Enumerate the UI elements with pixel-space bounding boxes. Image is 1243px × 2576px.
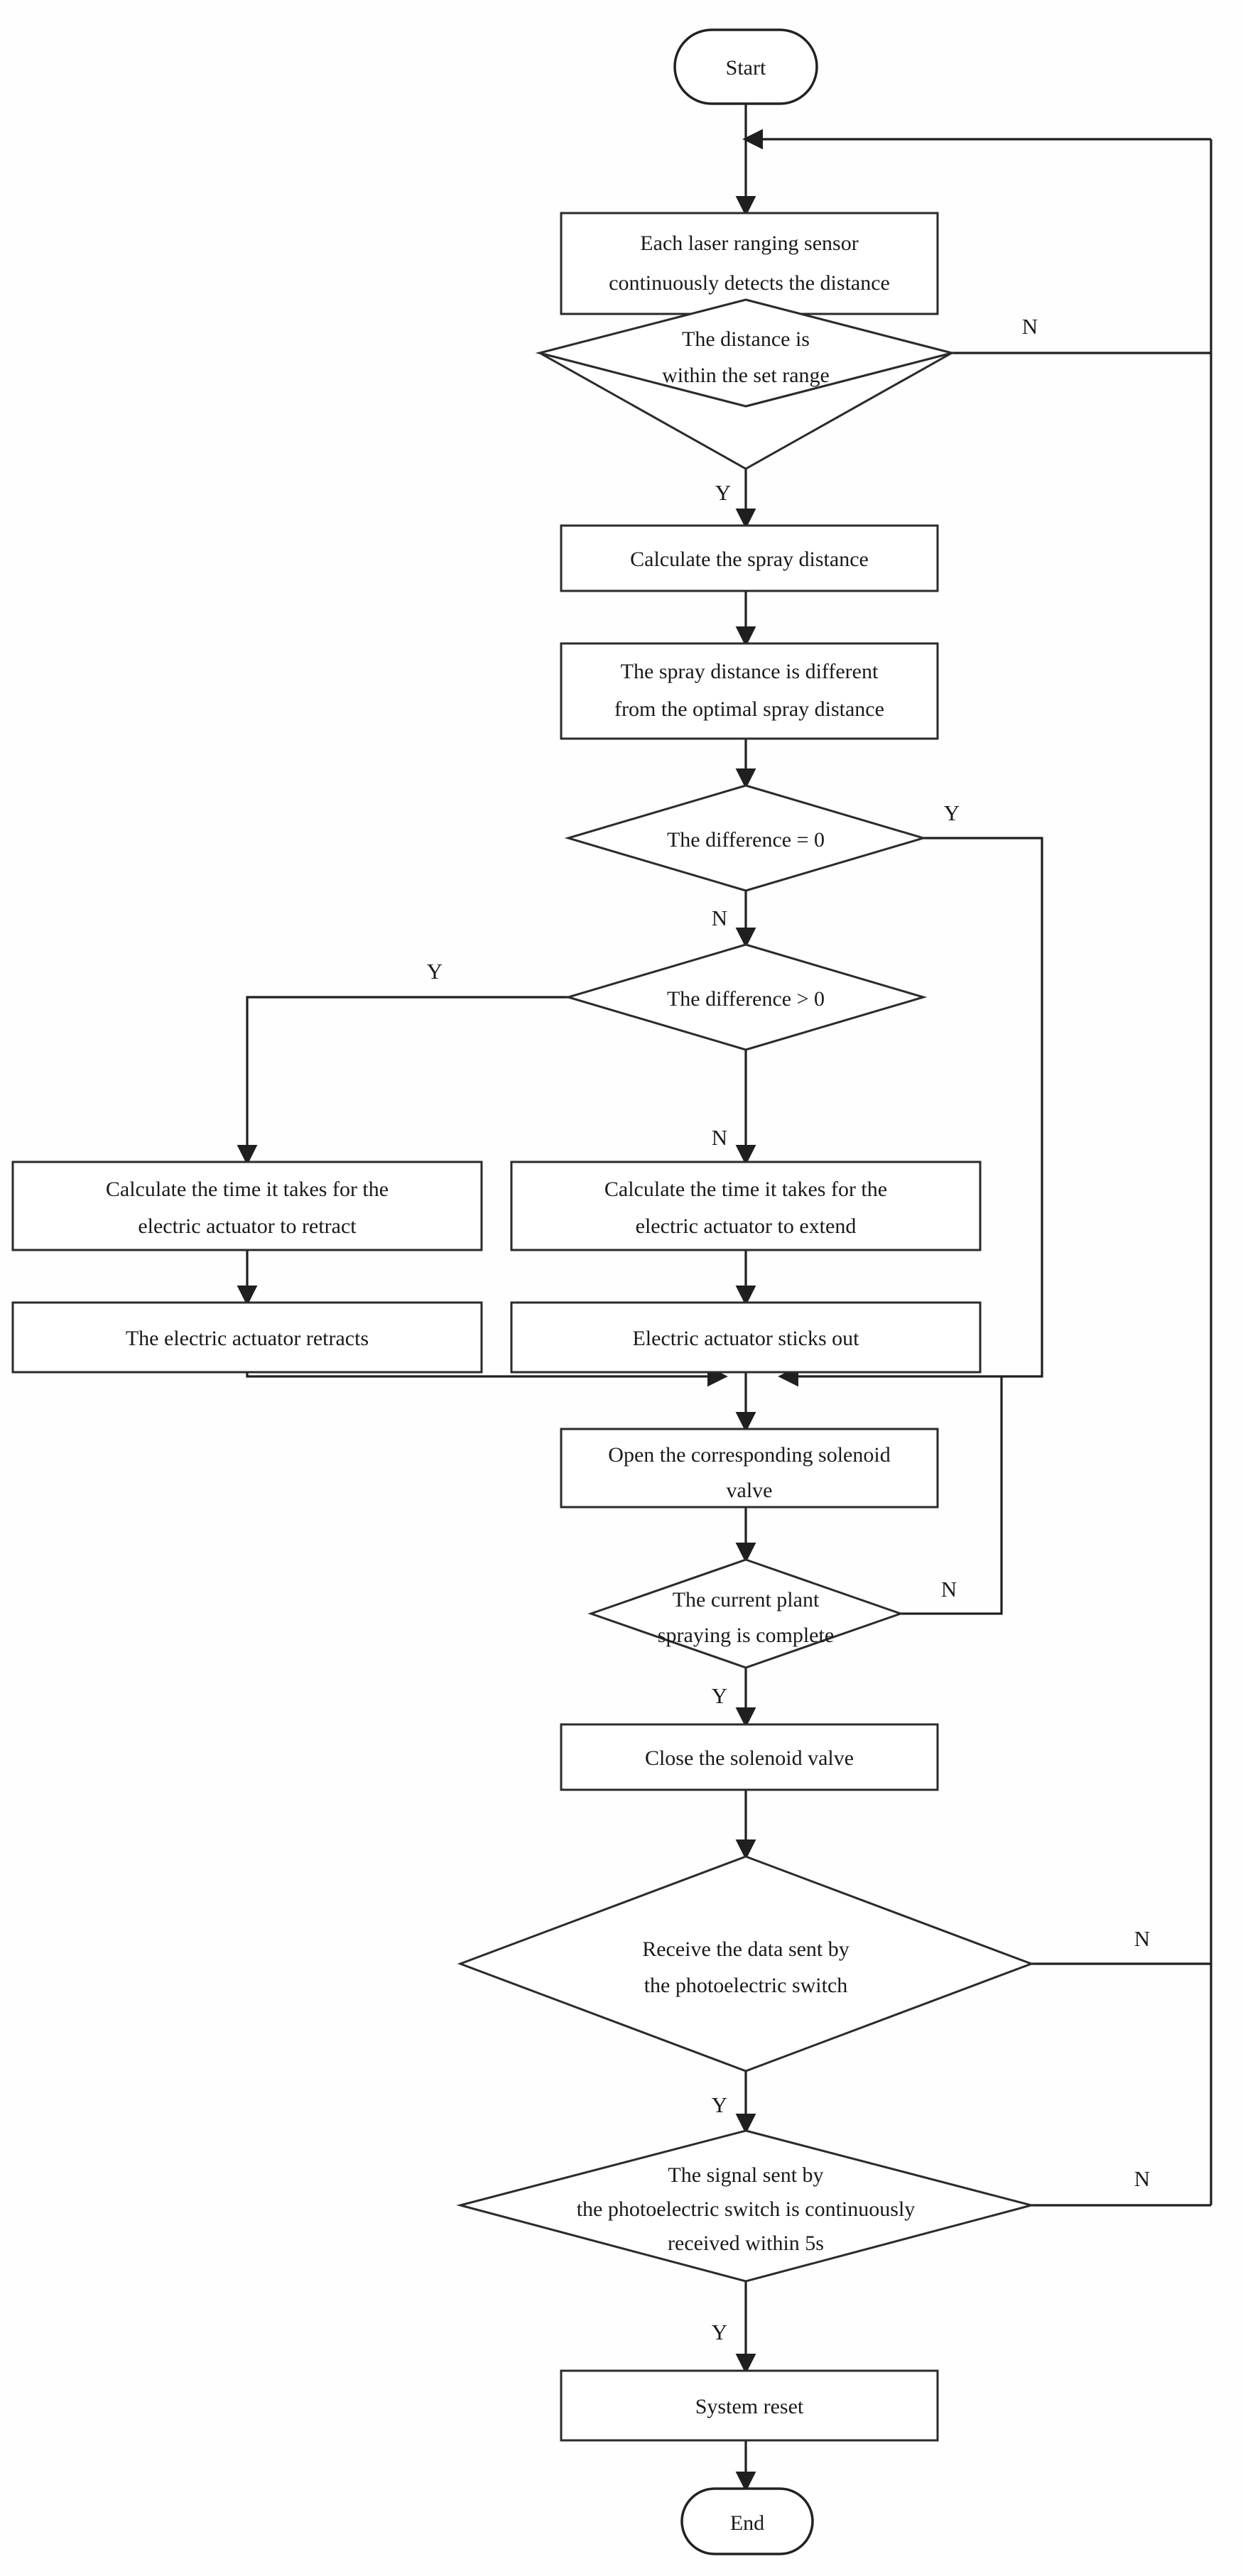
branch-label-diffgt-yes: Y [427,959,443,984]
branch-label-spraycomplete-no: N [941,1577,957,1602]
node-actuator-extends[interactable]: Electric actuator sticks out [510,1301,982,1374]
node-spray-complete-line2: spraying is complete [658,1624,834,1647]
branch-label-receive-yes: Y [712,2092,727,2117]
edge-retracts-to-merge [246,1366,728,1387]
branch-label-inrange-no: N [1022,314,1038,339]
node-calc-retract-line2: electric actuator to retract [138,1214,357,1238]
branch-label-signal-yes: Y [712,2320,727,2344]
node-receive-data-line2: the photoelectric switch [644,1974,848,1997]
node-system-reset-label: System reset [695,2395,804,2418]
node-close-valve-label: Close the solenoid valve [645,1746,854,1770]
node-diff-eq-zero-label: The difference = 0 [667,828,825,852]
branch-label-inrange-yes: Y [715,480,731,505]
edge-diffgt-yes [237,996,568,1165]
node-open-valve-line2: valve [727,1479,773,1502]
node-diff-gt-zero-label: The difference > 0 [667,987,825,1011]
node-signal-5s[interactable]: The signal sent by the photoelectric swi… [456,2129,1036,2283]
edge-spraycomplete-no [901,1376,1003,1615]
node-calc-extend[interactable]: Calculate the time it takes for the elec… [510,1161,982,1251]
node-open-valve-line1: Open the corresponding solenoid [608,1443,890,1467]
node-spray-diff-line2: from the optimal spray distance [614,697,884,721]
node-system-reset[interactable]: System reset [560,2369,939,2442]
node-spray-complete[interactable]: The current plant spraying is complete [587,1558,904,1669]
node-signal-5s-line2: the photoelectric switch is continuously [577,2197,916,2221]
node-detect-line2: continuously detects the distance [609,271,890,295]
node-calc-retract-line1: Calculate the time it takes for the [106,1178,389,1201]
node-close-valve[interactable]: Close the solenoid valve [560,1723,939,1791]
node-diff-eq-zero[interactable]: The difference = 0 [564,784,928,892]
branch-label-diffgt-no: N [712,1125,727,1150]
node-in-range-line2: within the set range [662,364,830,387]
node-spray-diff-line1: The spray distance is different [621,660,879,683]
node-diff-gt-zero[interactable]: The difference > 0 [564,943,928,1051]
node-signal-5s-line3: received within 5s [668,2232,824,2255]
node-calc-spray[interactable]: Calculate the spray distance [560,524,939,592]
node-calc-retract[interactable]: Calculate the time it takes for the elec… [11,1161,483,1251]
node-actuator-retracts-label: The electric actuator retracts [126,1327,369,1350]
node-actuator-extends-label: Electric actuator sticks out [632,1327,859,1350]
edge-diffeq-yes [778,837,1043,1387]
node-in-range[interactable]: The distance is within the set range [536,298,956,470]
node-receive-data[interactable]: Receive the data sent by the photoelectr… [457,1855,1035,2072]
node-receive-data-line1: Receive the data sent by [642,1938,850,1961]
node-spray-complete-line1: The current plant [673,1588,820,1612]
branch-label-spraycomplete-yes: Y [712,1683,727,1708]
edge-outer-return-rail [742,129,1212,2205]
node-start[interactable]: Start [673,28,818,105]
node-calc-spray-label: Calculate the spray distance [630,548,869,571]
branch-label-diffeq-yes: Y [944,800,960,825]
node-start-label: Start [726,56,766,80]
node-open-valve[interactable]: Open the corresponding solenoid valve [560,1428,939,1509]
node-end-label: End [730,2511,764,2535]
node-end[interactable]: End [680,2487,814,2555]
node-detect-line1: Each laser ranging sensor [640,232,858,255]
branch-label-signal-no: N [1134,2166,1150,2191]
node-spray-diff[interactable]: The spray distance is different from the… [560,642,939,740]
branch-label-diffeq-no: N [712,906,727,930]
node-actuator-retracts[interactable]: The electric actuator retracts [11,1301,483,1374]
node-calc-extend-line1: Calculate the time it takes for the [604,1178,887,1201]
node-calc-extend-line2: electric actuator to extend [636,1214,857,1238]
node-in-range-line1: The distance is [682,327,810,351]
node-detect[interactable]: Each laser ranging sensor continuously d… [560,212,939,315]
node-signal-5s-line1: The signal sent by [668,2163,823,2187]
branch-label-receive-no: N [1134,1926,1150,1951]
